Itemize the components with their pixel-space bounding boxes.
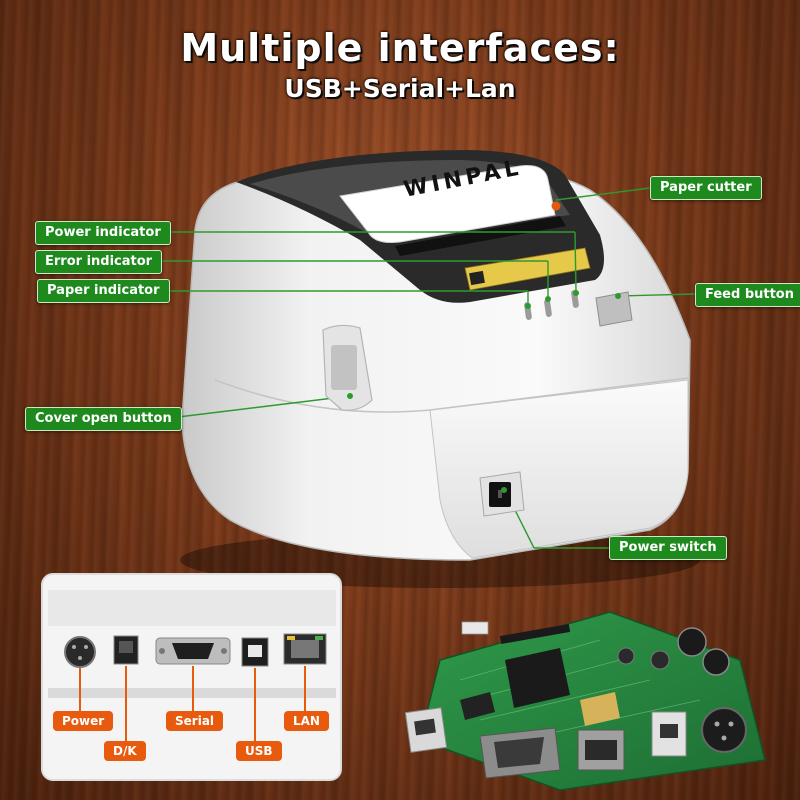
port-label-dk: D/K <box>104 741 146 761</box>
feed-button-shape <box>595 291 633 327</box>
sub-heading: USB+Serial+Lan <box>284 74 516 103</box>
serial-port <box>172 643 214 659</box>
callout-power-indicator: Power indicator <box>35 221 171 245</box>
board-power-connector <box>701 707 747 753</box>
callout-paper-indicator: Paper indicator <box>37 279 170 303</box>
main-chip <box>505 648 570 708</box>
cutter-marker <box>551 201 561 211</box>
callout-feed-button: Feed button <box>695 283 800 307</box>
port-label-usb: USB <box>236 741 282 761</box>
paper-roll <box>339 165 556 243</box>
error-indicator-led <box>544 299 552 317</box>
circuit-board <box>404 611 766 791</box>
callout-cover-open-button: Cover open button <box>25 407 182 431</box>
callout-paper-cutter: Paper cutter <box>650 176 762 200</box>
rear-panel-inset <box>41 573 342 781</box>
callout-power-switch: Power switch <box>609 536 727 560</box>
main-heading: Multiple interfaces: <box>180 26 620 70</box>
power-port <box>64 636 96 668</box>
port-label-lan: LAN <box>284 711 329 731</box>
lan-chip <box>580 692 620 726</box>
port-label-serial: Serial <box>166 711 224 731</box>
port-label-power: Power <box>53 711 114 731</box>
leader-lines <box>148 187 696 549</box>
callout-error-indicator: Error indicator <box>35 250 163 274</box>
printer-front <box>429 379 689 559</box>
